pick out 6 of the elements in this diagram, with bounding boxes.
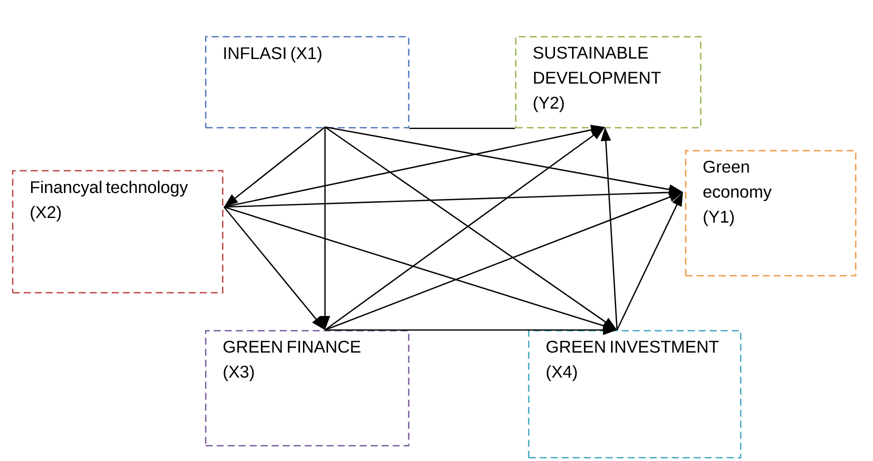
variable-box: Financyal technology (X2) bbox=[12, 170, 224, 294]
variable-box: INFLASI (X1) bbox=[205, 36, 410, 128]
variable-box: GREEN INVESTMENT (X4) bbox=[528, 330, 742, 458]
variable-box: SUSTAINABLE DEVELOPMENT (Y2) bbox=[515, 36, 702, 128]
variable-box: GREEN FINANCE (X3) bbox=[205, 330, 410, 446]
variable-box: Green economy (Y1) bbox=[685, 150, 856, 276]
